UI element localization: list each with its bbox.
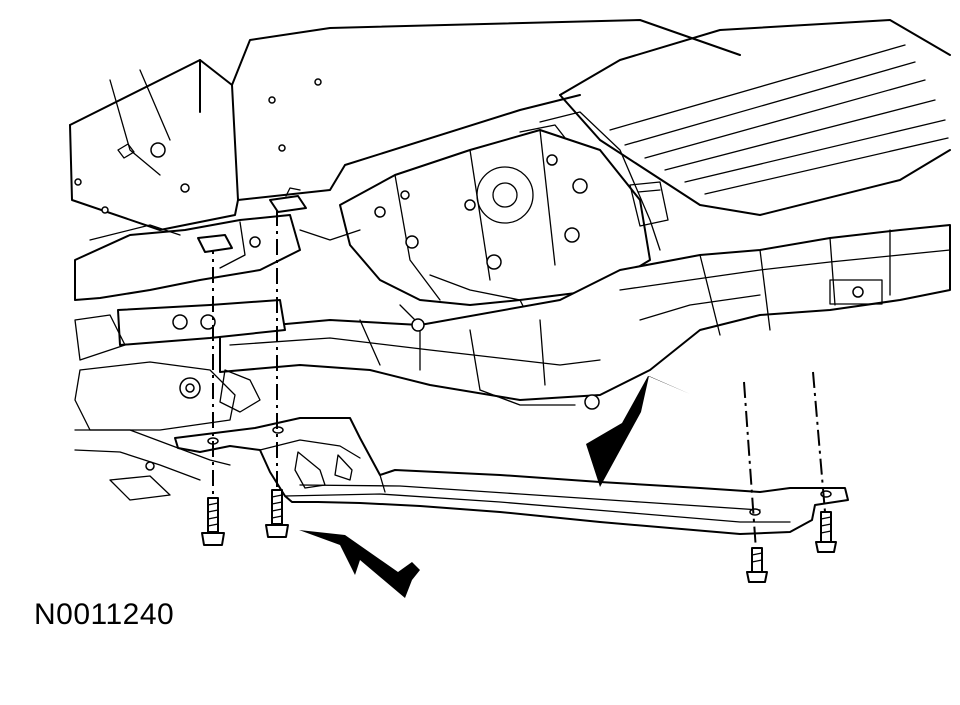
bolt-right-front [746,547,768,583]
bolt-right-rear [815,511,837,553]
arrow-icon [299,530,420,598]
bolt-left-rear [265,489,289,538]
alignment-lines [212,210,826,551]
bolt-left-front [201,497,225,546]
exhaust-system [219,224,951,410]
arrow-icon [586,376,690,487]
transmission [299,129,669,336]
vehicle-frame [69,19,741,231]
crossmember [74,214,301,501]
skid-plate [174,417,849,535]
mount-bracket-left [197,187,307,253]
figure-id-label: N0011240 [34,598,175,631]
